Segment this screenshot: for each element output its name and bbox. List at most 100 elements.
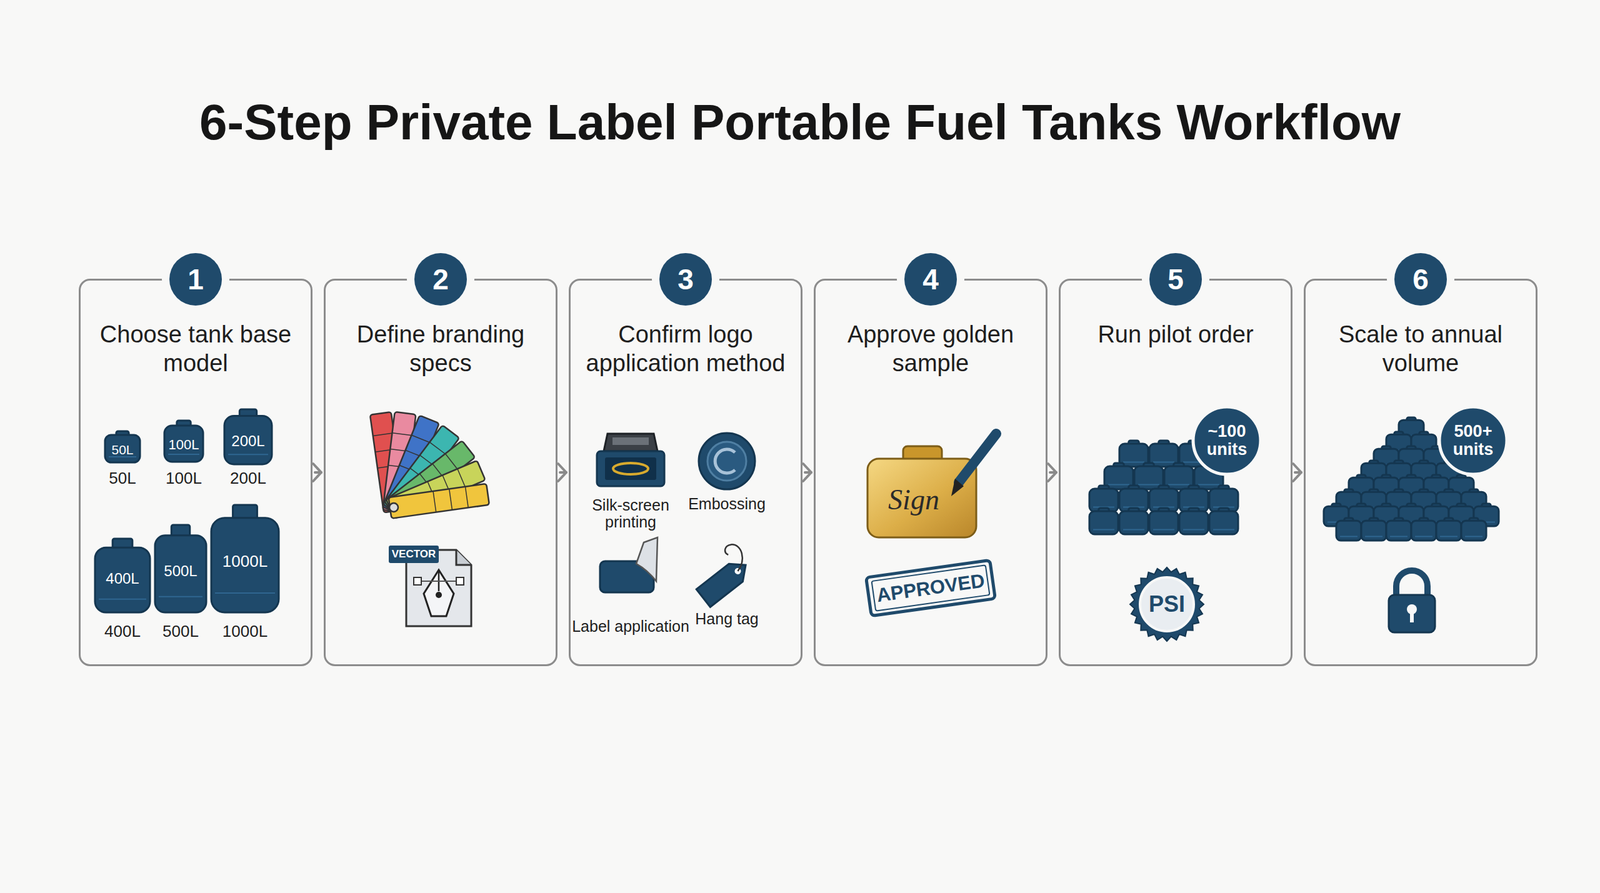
psi-seal-inner — [1140, 577, 1194, 632]
vector-tag — [388, 545, 439, 564]
tank-icon — [224, 409, 272, 465]
step-number-circle: 5 — [1149, 253, 1202, 306]
step-number: 3 — [677, 262, 694, 297]
tank-seam — [215, 592, 275, 594]
swatch-divider — [457, 468, 466, 489]
tank-body — [1089, 511, 1119, 535]
step-box: Approve golden sample4 — [813, 278, 1048, 667]
arrowhead — [1048, 463, 1057, 482]
silk-screen-icon — [596, 433, 665, 487]
press-window — [612, 437, 649, 445]
tank-seam — [1213, 528, 1235, 530]
tag-string — [721, 541, 750, 572]
step-number-circle: 1 — [169, 253, 222, 306]
method-caption: Embossing — [688, 495, 766, 513]
tag — [696, 556, 753, 607]
embossing-icon — [698, 433, 755, 490]
lock-icon — [1388, 570, 1435, 633]
approved-stamp — [866, 560, 996, 616]
vector-file-icon — [388, 545, 472, 627]
tank-body — [155, 535, 207, 613]
pen-body — [958, 433, 997, 483]
pen-nib — [423, 570, 454, 617]
capacity-caption: 500L — [162, 622, 199, 640]
quantity-badge — [1439, 406, 1507, 475]
tank-seam — [98, 598, 147, 600]
tank-icon — [105, 431, 140, 463]
file-type-tag: VECTOR — [391, 548, 437, 560]
pen-tip — [951, 478, 964, 497]
signature: Sign — [888, 484, 940, 516]
tank-seam — [1108, 483, 1130, 485]
emboss-inner — [707, 441, 747, 481]
swatch-divider — [445, 453, 459, 471]
capacity-caption: 400L — [104, 622, 141, 640]
press-head — [603, 433, 658, 452]
tank-body — [1149, 511, 1179, 535]
tank-body — [224, 416, 272, 465]
tank-seam — [1365, 536, 1383, 538]
screen-tray — [596, 451, 665, 487]
arrow-connector — [1293, 463, 1302, 482]
mini-tank — [1336, 518, 1362, 541]
step-title: Scale to annual volume — [1305, 320, 1536, 378]
step-title: Define branding specs — [325, 320, 556, 378]
step-number: 2 — [432, 262, 449, 297]
nib-hole — [435, 591, 442, 599]
tank-body — [1119, 511, 1149, 535]
bezier-handle — [417, 580, 460, 582]
mini-tank — [1209, 508, 1239, 535]
mini-tank — [1436, 518, 1462, 541]
mini-tank — [1179, 508, 1209, 535]
print-mark — [613, 463, 649, 475]
label-application-icon — [600, 537, 658, 593]
swatch-strip — [388, 483, 490, 519]
step-number: 5 — [1167, 262, 1184, 297]
tank-icon — [164, 420, 204, 462]
method-caption: Hang tag — [695, 610, 759, 628]
tank-seam — [1153, 461, 1175, 463]
step-box: Scale to annual volume6 — [1303, 278, 1538, 667]
mini-tank — [1411, 518, 1437, 541]
tank-seam — [1123, 461, 1145, 463]
golden-sample-icon — [867, 433, 997, 538]
swatch-divider — [373, 433, 395, 437]
handle-point — [413, 577, 422, 585]
tank-seam — [1153, 528, 1175, 530]
swatch-divider — [392, 433, 414, 436]
stamp-inner — [871, 565, 990, 611]
step-title: Confirm logo application method — [570, 320, 801, 378]
mini-tank — [1361, 518, 1387, 541]
swatch-divider — [429, 442, 447, 455]
tank-seam — [1183, 528, 1205, 530]
step-number: 1 — [187, 262, 204, 297]
tank-body — [211, 518, 279, 613]
step-number-circle: 2 — [414, 253, 467, 306]
lock-body — [1388, 595, 1435, 633]
color-swatch-fan — [370, 411, 490, 519]
tank-seam — [1198, 483, 1220, 485]
arrow-connector — [803, 463, 812, 482]
tank-seam — [1123, 528, 1145, 530]
swatch-pivot — [389, 503, 399, 512]
swatch-divider — [465, 486, 469, 509]
tank-body — [1386, 520, 1412, 541]
mini-tank — [1386, 518, 1412, 541]
psi-seal — [1130, 567, 1204, 642]
screen — [605, 457, 657, 480]
tank-icon — [211, 505, 279, 613]
tank-seam — [1138, 483, 1160, 485]
swatch — [388, 483, 490, 519]
tank-seam — [1440, 536, 1458, 538]
capacity-label: 500L — [163, 563, 197, 580]
mini-tank — [1149, 508, 1179, 535]
tank-seam — [1415, 536, 1433, 538]
capacity-caption: 200L — [230, 469, 267, 487]
tank-icon — [155, 525, 207, 613]
tank-body — [1336, 520, 1362, 541]
handle-point — [456, 577, 464, 585]
method-caption: Label application — [571, 618, 690, 635]
tank-body — [1411, 520, 1437, 541]
tank-seam — [228, 453, 269, 455]
tank-seam — [1465, 536, 1483, 538]
